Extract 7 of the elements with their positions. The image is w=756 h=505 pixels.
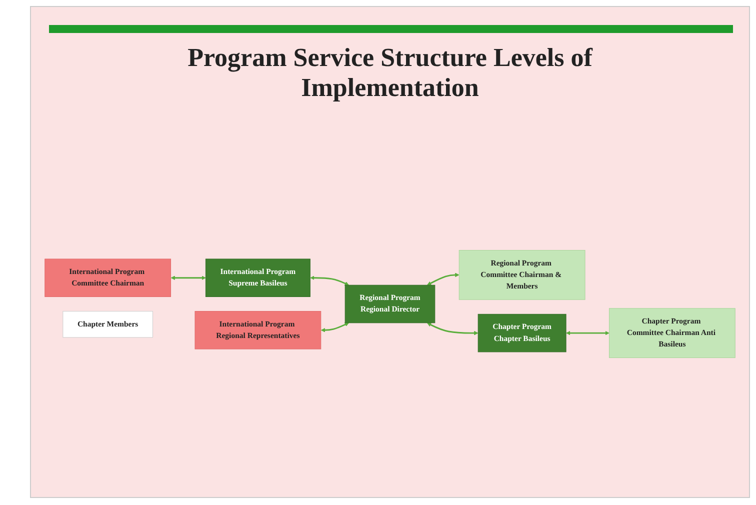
arrow [310,276,350,286]
arrow [170,276,206,280]
arrow [427,322,478,336]
arrow [566,330,610,336]
arrow [320,322,350,332]
diagram-title: Program Service Structure Levels of Implementation [186,43,594,103]
arrow [427,272,460,286]
